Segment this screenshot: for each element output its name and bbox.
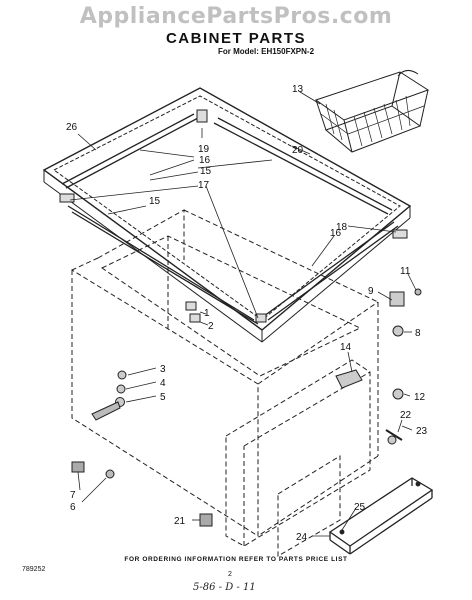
callout-4: 4: [160, 378, 166, 389]
callout-18: 18: [336, 222, 348, 233]
model-line: For Model: EH150FXPN-2: [218, 47, 315, 56]
handwritten-note: 5-86 - D - 11: [193, 582, 256, 593]
lid-gasket-strips: [61, 113, 399, 325]
latch-parts: [71, 301, 213, 527]
callout-21: 21: [174, 516, 186, 527]
leader-lines: [69, 91, 417, 537]
callout-17: 17: [198, 180, 210, 191]
callout-8: 8: [415, 328, 421, 339]
lid-hinges: [59, 109, 408, 323]
callout-16-right: 16: [330, 228, 342, 239]
callout-1: 1: [204, 308, 210, 319]
callout-15-top: 15: [200, 166, 212, 177]
ordering-note: FOR ORDERING INFORMATION REFER TO PARTS …: [124, 556, 348, 563]
callout-16-top: 16: [199, 155, 211, 166]
callout-22: 22: [400, 410, 412, 421]
callout-15-left: 15: [149, 196, 161, 207]
callout-3: 3: [160, 364, 166, 375]
callout-20: 20: [292, 145, 304, 156]
callout-13: 13: [292, 84, 304, 95]
compressor-compartment: [225, 359, 371, 557]
wire-basket: [314, 70, 430, 153]
callout-23: 23: [416, 426, 428, 437]
callout-25: 25: [354, 502, 366, 513]
callout-9: 9: [368, 286, 374, 297]
watermark: AppliancePartsPros.com: [79, 4, 393, 29]
right-side-parts: [335, 288, 422, 445]
diagram-title: CABINET PARTS: [165, 30, 307, 47]
lid-frame: [42, 87, 412, 343]
page-number: 2: [228, 571, 232, 578]
cabinet-body: [71, 209, 379, 537]
access-panel: [328, 477, 434, 555]
callout-11: 11: [400, 266, 411, 277]
callout-12: 12: [414, 392, 426, 403]
document-number: 789252: [22, 566, 46, 573]
callout-6: 6: [70, 502, 76, 513]
callout-26: 26: [66, 122, 78, 133]
callout-24: 24: [296, 532, 308, 543]
callout-14: 14: [340, 342, 352, 353]
callout-19: 19: [198, 144, 210, 155]
callout-7: 7: [70, 490, 76, 501]
callout-5: 5: [160, 392, 166, 403]
callout-2: 2: [208, 321, 214, 332]
